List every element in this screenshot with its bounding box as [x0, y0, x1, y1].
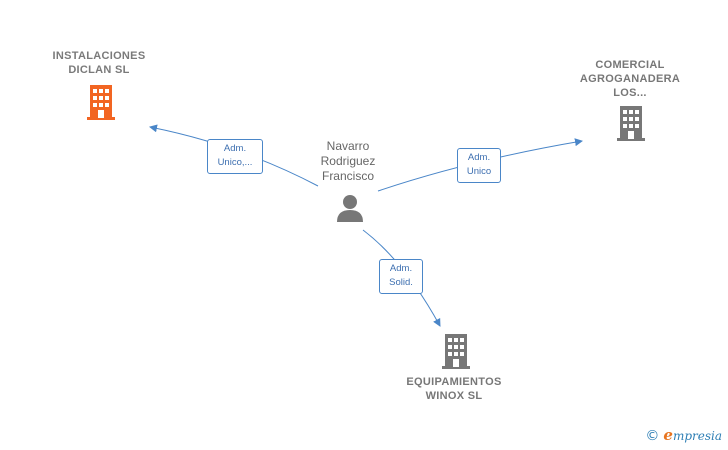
person-name-line: Navarro — [326, 139, 370, 153]
person-name-label[interactable]: Navarro Rodriguez Francisco — [298, 139, 398, 184]
person-name-line: Francisco — [321, 169, 374, 183]
company-name-line: EQUIPAMIENTOS — [406, 376, 502, 388]
building-icon[interactable] — [440, 334, 472, 370]
person-icon[interactable] — [335, 193, 365, 223]
brand-name: mpresia — [672, 429, 722, 443]
relation-label-equipamientos[interactable]: Adm. Solid. — [379, 259, 423, 294]
company-name-line: LOS... — [613, 87, 647, 99]
company-comercial-label[interactable]: COMERCIAL AGROGANADERA LOS... — [565, 58, 695, 100]
company-instalaciones-label[interactable]: INSTALACIONES DICLAN SL — [34, 49, 164, 77]
empresia-watermark: ©empresia — [645, 426, 722, 444]
building-icon[interactable] — [615, 106, 647, 142]
relation-label-comercial[interactable]: Adm. Unico — [457, 148, 501, 183]
relation-label-line: Solid. — [389, 277, 413, 288]
brand-initial: e — [663, 426, 673, 444]
company-name-line: COMERCIAL — [595, 59, 665, 71]
relation-label-line: Unico — [466, 166, 492, 177]
copyright-icon: © — [645, 428, 660, 444]
company-name-line: AGROGANADERA — [579, 73, 681, 85]
company-name-line: WINOX SL — [425, 390, 483, 402]
building-icon[interactable] — [85, 85, 117, 121]
relation-label-line: Adm. — [389, 263, 413, 274]
relation-label-instalaciones[interactable]: Adm. Unico,... — [207, 139, 263, 174]
company-equipamientos-label[interactable]: EQUIPAMIENTOS WINOX SL — [389, 375, 519, 403]
relation-label-line: Adm. — [467, 152, 491, 163]
person-name-line: Rodriguez — [320, 154, 376, 168]
relation-label-line: Adm. — [223, 143, 247, 154]
company-name-line: DICLAN SL — [68, 64, 130, 76]
company-name-line: INSTALACIONES — [52, 50, 146, 62]
relation-label-line: Unico,... — [217, 157, 253, 168]
